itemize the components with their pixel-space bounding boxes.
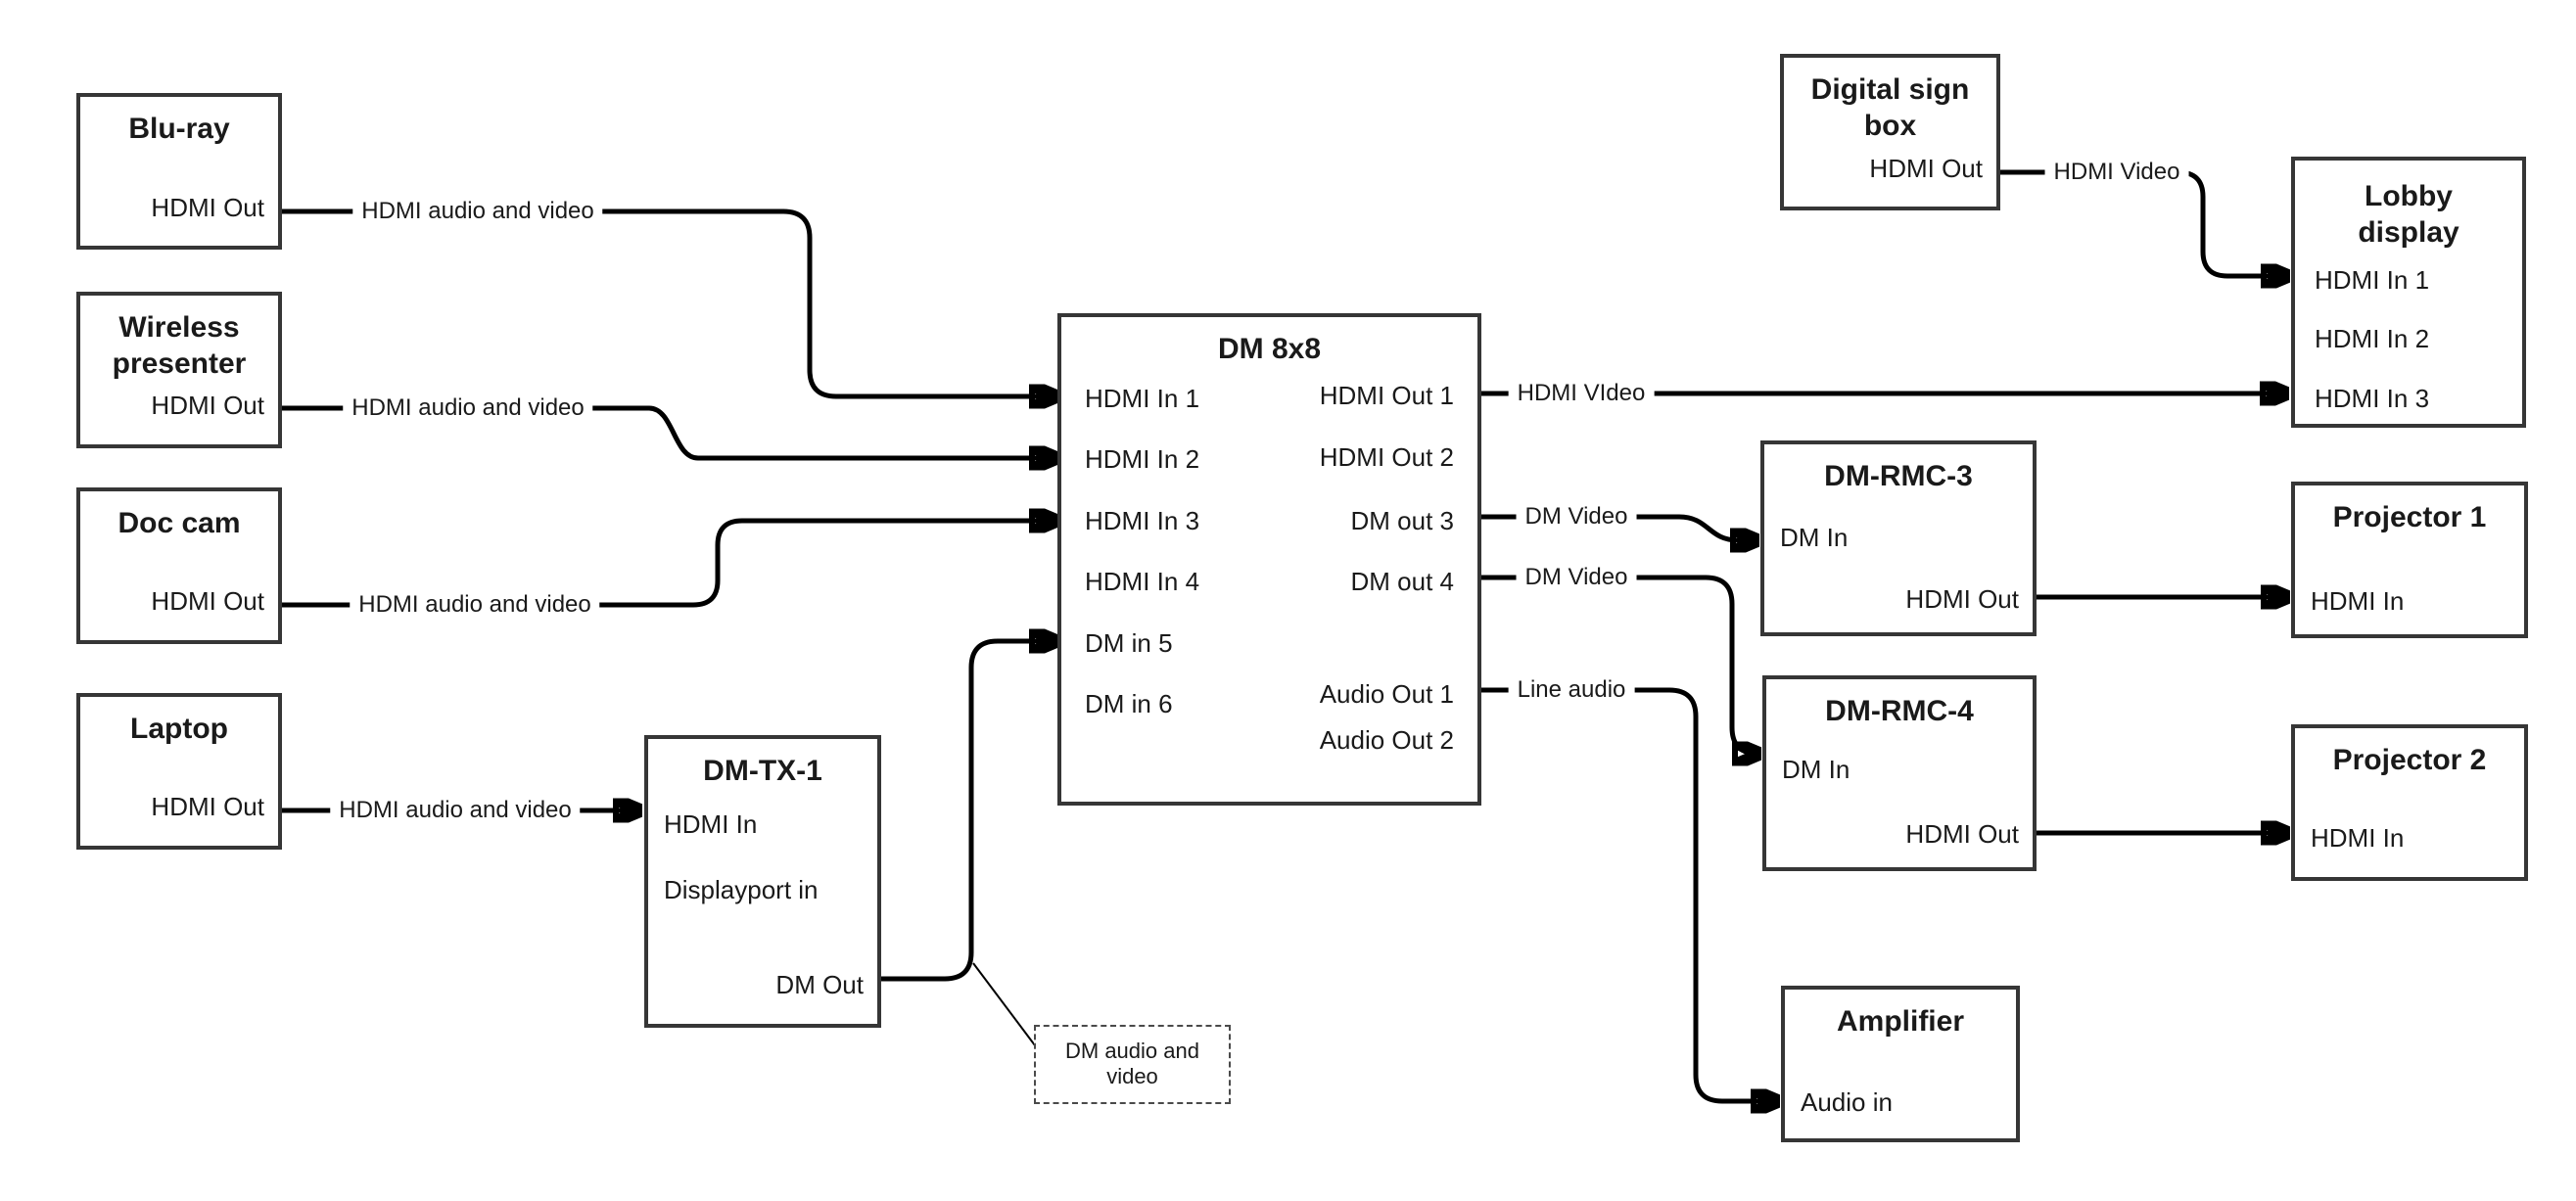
port-hdmi-in-1: HDMI In 1 bbox=[1085, 384, 1200, 413]
port-hdmi-in: HDMI In bbox=[2311, 586, 2405, 616]
edge-doccam-to-dm8x8-in3 bbox=[282, 521, 1054, 608]
node-dm-8x8: DM 8x8 HDMI In 1 HDMI In 2 HDMI In 3 HDM… bbox=[1057, 313, 1481, 806]
node-title: Amplifier bbox=[1836, 1005, 1965, 1038]
port-audio-out-1: Audio Out 1 bbox=[1319, 679, 1454, 709]
edge-dm8x8-out3-to-dmrmc3 bbox=[1481, 514, 1756, 540]
node-title: Digital sign box bbox=[1810, 73, 1970, 142]
node-title: Laptop bbox=[130, 713, 228, 745]
port-dm-in-6: DM in 6 bbox=[1085, 689, 1173, 718]
edge-dm8x8-audio1-to-amp bbox=[1481, 687, 1776, 1101]
edge-label-dm-out3-link: DM Video bbox=[1516, 501, 1637, 532]
node-title: Projector 2 bbox=[2332, 744, 2487, 776]
port-hdmi-in-2: HDMI In 2 bbox=[2315, 324, 2430, 353]
edge-dmtx1-to-dm8x8-in5 bbox=[881, 641, 1054, 982]
edge-dm8x8-out4-to-dmrmc4 bbox=[1481, 575, 1757, 754]
port-hdmi-out: HDMI Out bbox=[151, 586, 264, 616]
port-dm-out-4: DM out 4 bbox=[1350, 567, 1455, 596]
node-wireless-presenter: Wireless presenter HDMI Out bbox=[76, 292, 282, 448]
port-audio-in: Audio in bbox=[1801, 1087, 1893, 1117]
note-leader-line bbox=[972, 962, 1036, 1046]
port-hdmi-out: HDMI Out bbox=[151, 792, 264, 821]
port-hdmi-in-4: HDMI In 4 bbox=[1085, 567, 1200, 596]
node-lobby-display: Lobby display HDMI In 1 HDMI In 2 HDMI I… bbox=[2291, 157, 2526, 428]
node-dm-tx-1: DM-TX-1 HDMI In Displayport in DM Out bbox=[644, 735, 881, 1028]
node-title: DM-RMC-3 bbox=[1824, 460, 1973, 492]
node-title: Doc cam bbox=[117, 507, 241, 539]
port-dm-in-5: DM in 5 bbox=[1085, 628, 1173, 658]
node-title: DM 8x8 bbox=[1217, 333, 1322, 365]
edge-label-bluray-link: HDMI audio and video bbox=[352, 196, 603, 227]
port-hdmi-in-1: HDMI In 1 bbox=[2315, 265, 2430, 295]
edge-label-audio-out1-link: Line audio bbox=[1508, 674, 1635, 706]
node-dm-rmc-3: DM-RMC-3 DM In HDMI Out bbox=[1760, 440, 2037, 636]
node-laptop: Laptop HDMI Out bbox=[76, 693, 282, 850]
node-digital-sign-box: Digital sign box HDMI Out bbox=[1780, 54, 2000, 210]
port-hdmi-out: HDMI Out bbox=[1905, 819, 2019, 849]
node-title: Projector 1 bbox=[2332, 501, 2487, 533]
edge-wireless-to-dm8x8-in2 bbox=[282, 405, 1054, 458]
port-hdmi-in-3: HDMI In 3 bbox=[2315, 384, 2430, 413]
port-hdmi-out-1: HDMI Out 1 bbox=[1319, 381, 1454, 410]
note-dm-audio-video: DM audio and video bbox=[1034, 1025, 1231, 1104]
port-hdmi-in: HDMI In bbox=[2311, 823, 2405, 853]
node-bluray: Blu-ray HDMI Out bbox=[76, 93, 282, 250]
port-hdmi-out-2: HDMI Out 2 bbox=[1319, 442, 1454, 472]
port-hdmi-in-3: HDMI In 3 bbox=[1085, 506, 1200, 535]
node-title: DM-TX-1 bbox=[703, 755, 822, 787]
edge-label-hdmi-out1-link: HDMI VIdeo bbox=[1508, 378, 1655, 409]
node-projector-2: Projector 2 HDMI In bbox=[2291, 724, 2528, 881]
port-dm-out-3: DM out 3 bbox=[1350, 506, 1455, 535]
port-hdmi-in-2: HDMI In 2 bbox=[1085, 444, 1200, 474]
port-hdmi-out: HDMI Out bbox=[1905, 584, 2019, 614]
port-dm-out: DM Out bbox=[775, 970, 864, 999]
node-projector-1: Projector 1 HDMI In bbox=[2291, 482, 2528, 638]
node-title: DM-RMC-4 bbox=[1825, 695, 1974, 727]
edge-label-laptop-link: HDMI audio and video bbox=[330, 795, 581, 826]
port-hdmi-in: HDMI In bbox=[664, 809, 758, 839]
edge-label-signbox-link: HDMI Video bbox=[2044, 157, 2189, 188]
edge-label-wireless-link: HDMI audio and video bbox=[343, 393, 593, 424]
edge-label-dm-out4-link: DM Video bbox=[1516, 562, 1637, 593]
node-title: Blu-ray bbox=[128, 113, 230, 145]
port-dm-in: DM In bbox=[1780, 523, 1849, 552]
node-amplifier: Amplifier Audio in bbox=[1781, 986, 2020, 1142]
node-doc-cam: Doc cam HDMI Out bbox=[76, 487, 282, 644]
edge-bluray-to-dm8x8-in1 bbox=[282, 208, 1054, 396]
node-dm-rmc-4: DM-RMC-4 DM In HDMI Out bbox=[1762, 675, 2037, 871]
port-displayport-in: Displayport in bbox=[664, 875, 819, 904]
port-hdmi-out: HDMI Out bbox=[151, 391, 264, 420]
port-hdmi-out: HDMI Out bbox=[151, 193, 264, 222]
node-title: Lobby display bbox=[2358, 180, 2459, 249]
edge-label-doccam-link: HDMI audio and video bbox=[350, 589, 600, 621]
port-dm-in: DM In bbox=[1782, 755, 1850, 784]
node-title: Wireless presenter bbox=[112, 311, 247, 380]
port-hdmi-out: HDMI Out bbox=[1869, 154, 1983, 183]
port-audio-out-2: Audio Out 2 bbox=[1319, 725, 1454, 755]
